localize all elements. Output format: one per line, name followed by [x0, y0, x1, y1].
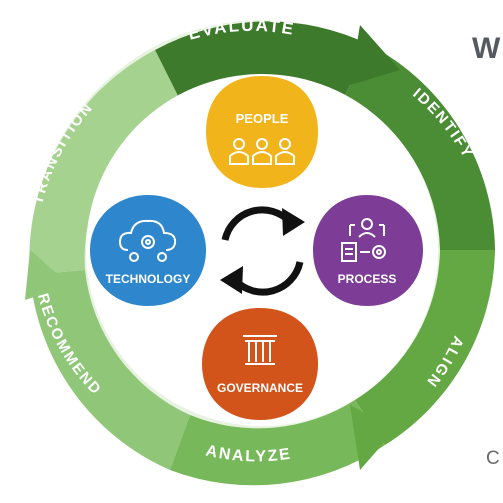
pillar-governance: GOVERNANCE [202, 308, 318, 420]
arrow-tip-evaluate [350, 25, 400, 85]
arrow-tip-recommend [25, 250, 70, 300]
pillar-label-technology: TECHNOLOGY [106, 272, 191, 286]
segment-identify [345, 45, 495, 250]
pillar-label-governance: GOVERNANCE [217, 381, 303, 395]
segment-label-analyze: ANALYZE [204, 442, 291, 465]
pillar-process: PROCESS [313, 195, 423, 306]
pillar-technology: TECHNOLOGY [90, 195, 206, 306]
segment-recommend [30, 270, 190, 470]
cycle-arrowhead-bottom [220, 266, 243, 294]
segment-transition [29, 50, 181, 275]
technology-icon [118, 219, 177, 262]
pillar-label-people: PEOPLE [236, 111, 289, 126]
arrow-tip-align [350, 405, 395, 470]
svg-text:ANALYZE: ANALYZE [204, 442, 293, 465]
governance-icon [243, 335, 277, 365]
segment-evaluate [155, 21, 370, 100]
inner-disc [86, 74, 438, 426]
corner-bottom-letter: C [486, 448, 500, 469]
pillar-label-process: PROCESS [338, 272, 397, 286]
corner-heading-letter: W [472, 32, 501, 65]
pillar-people: PEOPLE [206, 76, 318, 188]
cycle-arrows-icon [221, 206, 304, 296]
segment-align [355, 250, 495, 445]
process-icon [341, 218, 386, 262]
segment-analyze [170, 400, 385, 486]
cycle-arrowhead-top [282, 208, 305, 236]
people-icon [229, 138, 295, 165]
